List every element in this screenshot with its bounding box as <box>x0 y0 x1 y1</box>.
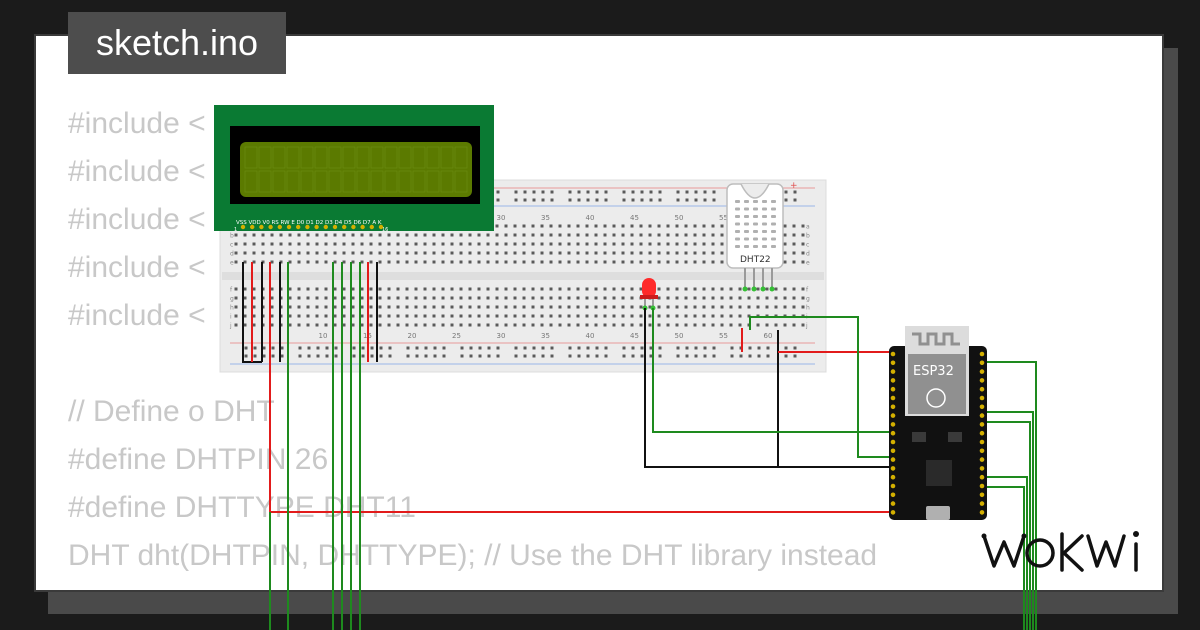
bb-row-letter: f <box>806 287 809 294</box>
bb-row-letter: h <box>230 305 234 312</box>
lcd-display[interactable]: VSS VDD V0 RS RW E D0 D1 D2 D3 D4 D5 D6 … <box>214 105 494 233</box>
bb-row-letter: g <box>806 296 810 303</box>
code-line: #include < <box>68 107 206 140</box>
wokwi-logo <box>981 531 1139 572</box>
bb-bottom-number: 45 <box>630 332 639 340</box>
bb-top-number: 30 <box>497 214 506 222</box>
bb-row-letter: j <box>229 323 232 330</box>
bb-bottom-number: 40 <box>586 332 595 340</box>
dht-sensor[interactable]: DHT22 <box>726 183 784 292</box>
bb-top-number: 35 <box>541 214 550 222</box>
bb-bottom-number: 25 <box>452 332 461 340</box>
lcd-pin-last: 16 <box>382 227 388 233</box>
bb-row-letter: e <box>806 260 810 267</box>
code-line: #define DHTTYPE DHT11 <box>68 491 416 524</box>
bb-row-letter: d <box>806 251 810 258</box>
lcd-char-grid <box>244 146 468 193</box>
esp32-pin-headers <box>890 351 985 515</box>
code-line: #include < <box>68 251 206 284</box>
bb-row-letter: i <box>230 314 232 321</box>
code-line: DHT dht(DHTPIN, DHTTYPE); // Use the DHT… <box>68 539 878 572</box>
bb-row-letter: f <box>230 287 233 294</box>
code-line: #include < <box>68 203 206 236</box>
bb-row-letter: g <box>230 296 234 303</box>
bb-bottom-number: 10 <box>319 332 328 340</box>
lcd-pin-first: 1 <box>234 227 237 233</box>
bb-row-letter: h <box>806 305 810 312</box>
rail-plus-label: + <box>790 181 798 191</box>
bb-bottom-number: 50 <box>675 332 684 340</box>
filename-tab[interactable]: sketch.ino <box>68 12 286 74</box>
bb-row-letter: d <box>230 251 234 258</box>
code-line: #include < <box>68 299 206 332</box>
lcd-pin-header <box>240 224 384 230</box>
bb-top-number: 50 <box>675 214 684 222</box>
code-editor[interactable]: #include < #include < #include < #include <… <box>68 100 877 580</box>
code-line: #define DHTPIN 26 <box>68 443 329 476</box>
code-line: #include < <box>68 155 206 188</box>
bb-row-letter: a <box>806 224 810 231</box>
esp32-board[interactable]: ESP32 <box>889 326 987 520</box>
bb-row-letter: j <box>805 323 808 330</box>
bb-row-letter: b <box>806 233 810 240</box>
bb-row-letter: c <box>806 242 809 249</box>
bb-top-number: 55 <box>719 214 728 222</box>
bb-top-number: 40 <box>586 214 595 222</box>
bb-bottom-number: 30 <box>497 332 506 340</box>
bb-row-letter: e <box>230 260 234 267</box>
bb-bottom-number: 55 <box>719 332 728 340</box>
lcd-pin-labels: VSS VDD V0 RS RW E D0 D1 D2 D3 D4 D5 D6 … <box>236 220 382 226</box>
bb-bottom-number: 60 <box>764 332 773 340</box>
bb-row-letter: c <box>230 242 233 249</box>
bb-bottom-number: 35 <box>541 332 550 340</box>
bb-bottom-number: 20 <box>408 332 417 340</box>
esp32-label: ESP32 <box>913 364 954 379</box>
dht-label: DHT22 <box>740 255 771 265</box>
code-line: // Define o DHT <box>68 395 275 428</box>
dht-vent-grid <box>735 200 776 248</box>
wires[interactable] <box>242 262 1037 630</box>
bb-row-letter: b <box>230 233 234 240</box>
bb-top-number: 45 <box>630 214 639 222</box>
led-red[interactable] <box>640 278 658 311</box>
